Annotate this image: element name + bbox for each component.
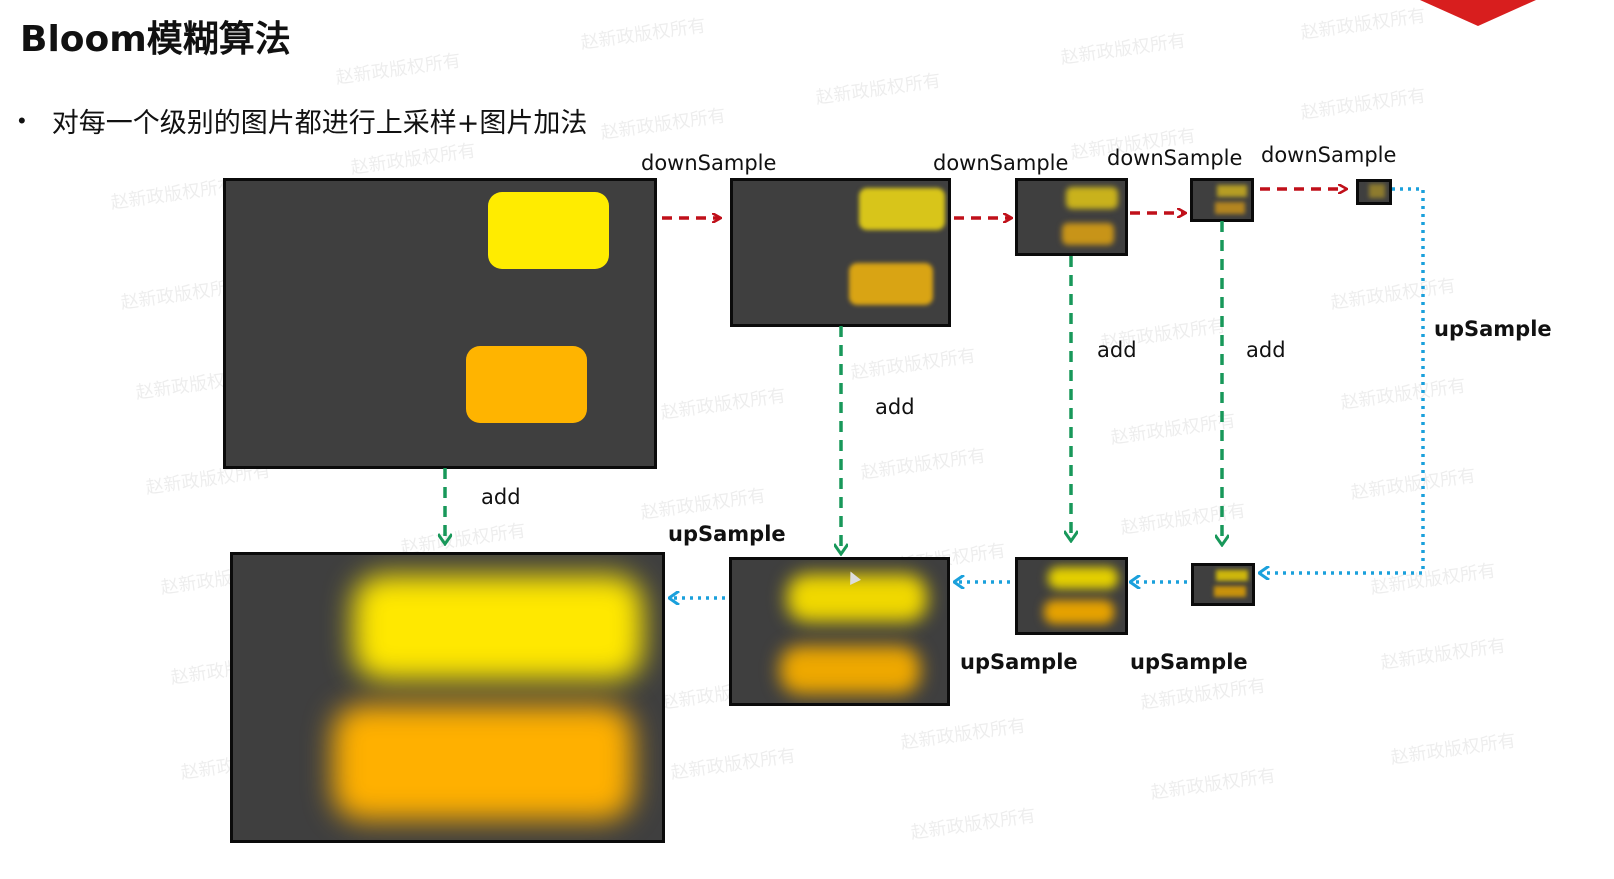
orange-block	[849, 263, 933, 305]
upsample-level-2-panel	[1015, 557, 1128, 635]
yellow-block	[1066, 187, 1118, 209]
corner-accent-shape	[1420, 0, 1536, 26]
blurred-yellow-glow	[353, 575, 643, 680]
upsample-arrow	[1259, 187, 1425, 573]
bullet-item: • 对每一个级别的图片都进行上采样+图片加法	[18, 101, 587, 140]
yellow-block	[859, 188, 945, 230]
downsample-label: downSample	[1107, 146, 1243, 170]
blurred-yellow-glow	[1216, 570, 1248, 581]
downsample-label: downSample	[641, 151, 777, 175]
add-label: add	[1246, 338, 1286, 362]
downsample-level-3-panel	[1190, 178, 1254, 222]
blurred-yellow-glow	[1048, 567, 1118, 589]
original-image-panel	[223, 178, 657, 469]
orange-block	[1215, 202, 1245, 214]
blurred-orange-glow	[1214, 586, 1246, 597]
add-label: add	[1097, 338, 1137, 362]
orange-block	[1062, 223, 1114, 245]
blurred-yellow-glow	[787, 574, 927, 622]
slide-title: Bloom模糊算法	[20, 19, 291, 60]
downsample-label: downSample	[933, 151, 1069, 175]
upsample-level-1-panel	[729, 557, 950, 706]
blurred-block	[1369, 184, 1385, 198]
upsample-level-3-panel	[1191, 563, 1255, 606]
blurred-orange-glow	[333, 705, 633, 820]
downsample-level-4-panel	[1356, 179, 1392, 205]
orange-block	[466, 346, 587, 423]
upsample-label: upSample	[960, 650, 1078, 674]
downsample-label: downSample	[1261, 143, 1397, 167]
blurred-orange-glow	[780, 646, 920, 694]
bullet-text: 对每一个级别的图片都进行上采样+图片加法	[51, 108, 588, 139]
upsample-label: upSample	[1434, 317, 1552, 341]
yellow-block	[1217, 185, 1247, 197]
upsample-label: upSample	[1130, 650, 1248, 674]
add-label: add	[481, 485, 521, 509]
downsample-level-1-panel	[730, 178, 951, 327]
yellow-block	[488, 192, 609, 269]
upsample-label: upSample	[668, 522, 786, 546]
downsample-level-2-panel	[1015, 178, 1128, 256]
bullet-dot: •	[18, 107, 26, 133]
blurred-orange-glow	[1044, 600, 1114, 624]
add-label: add	[875, 395, 915, 419]
upsample-final-panel	[230, 552, 665, 843]
